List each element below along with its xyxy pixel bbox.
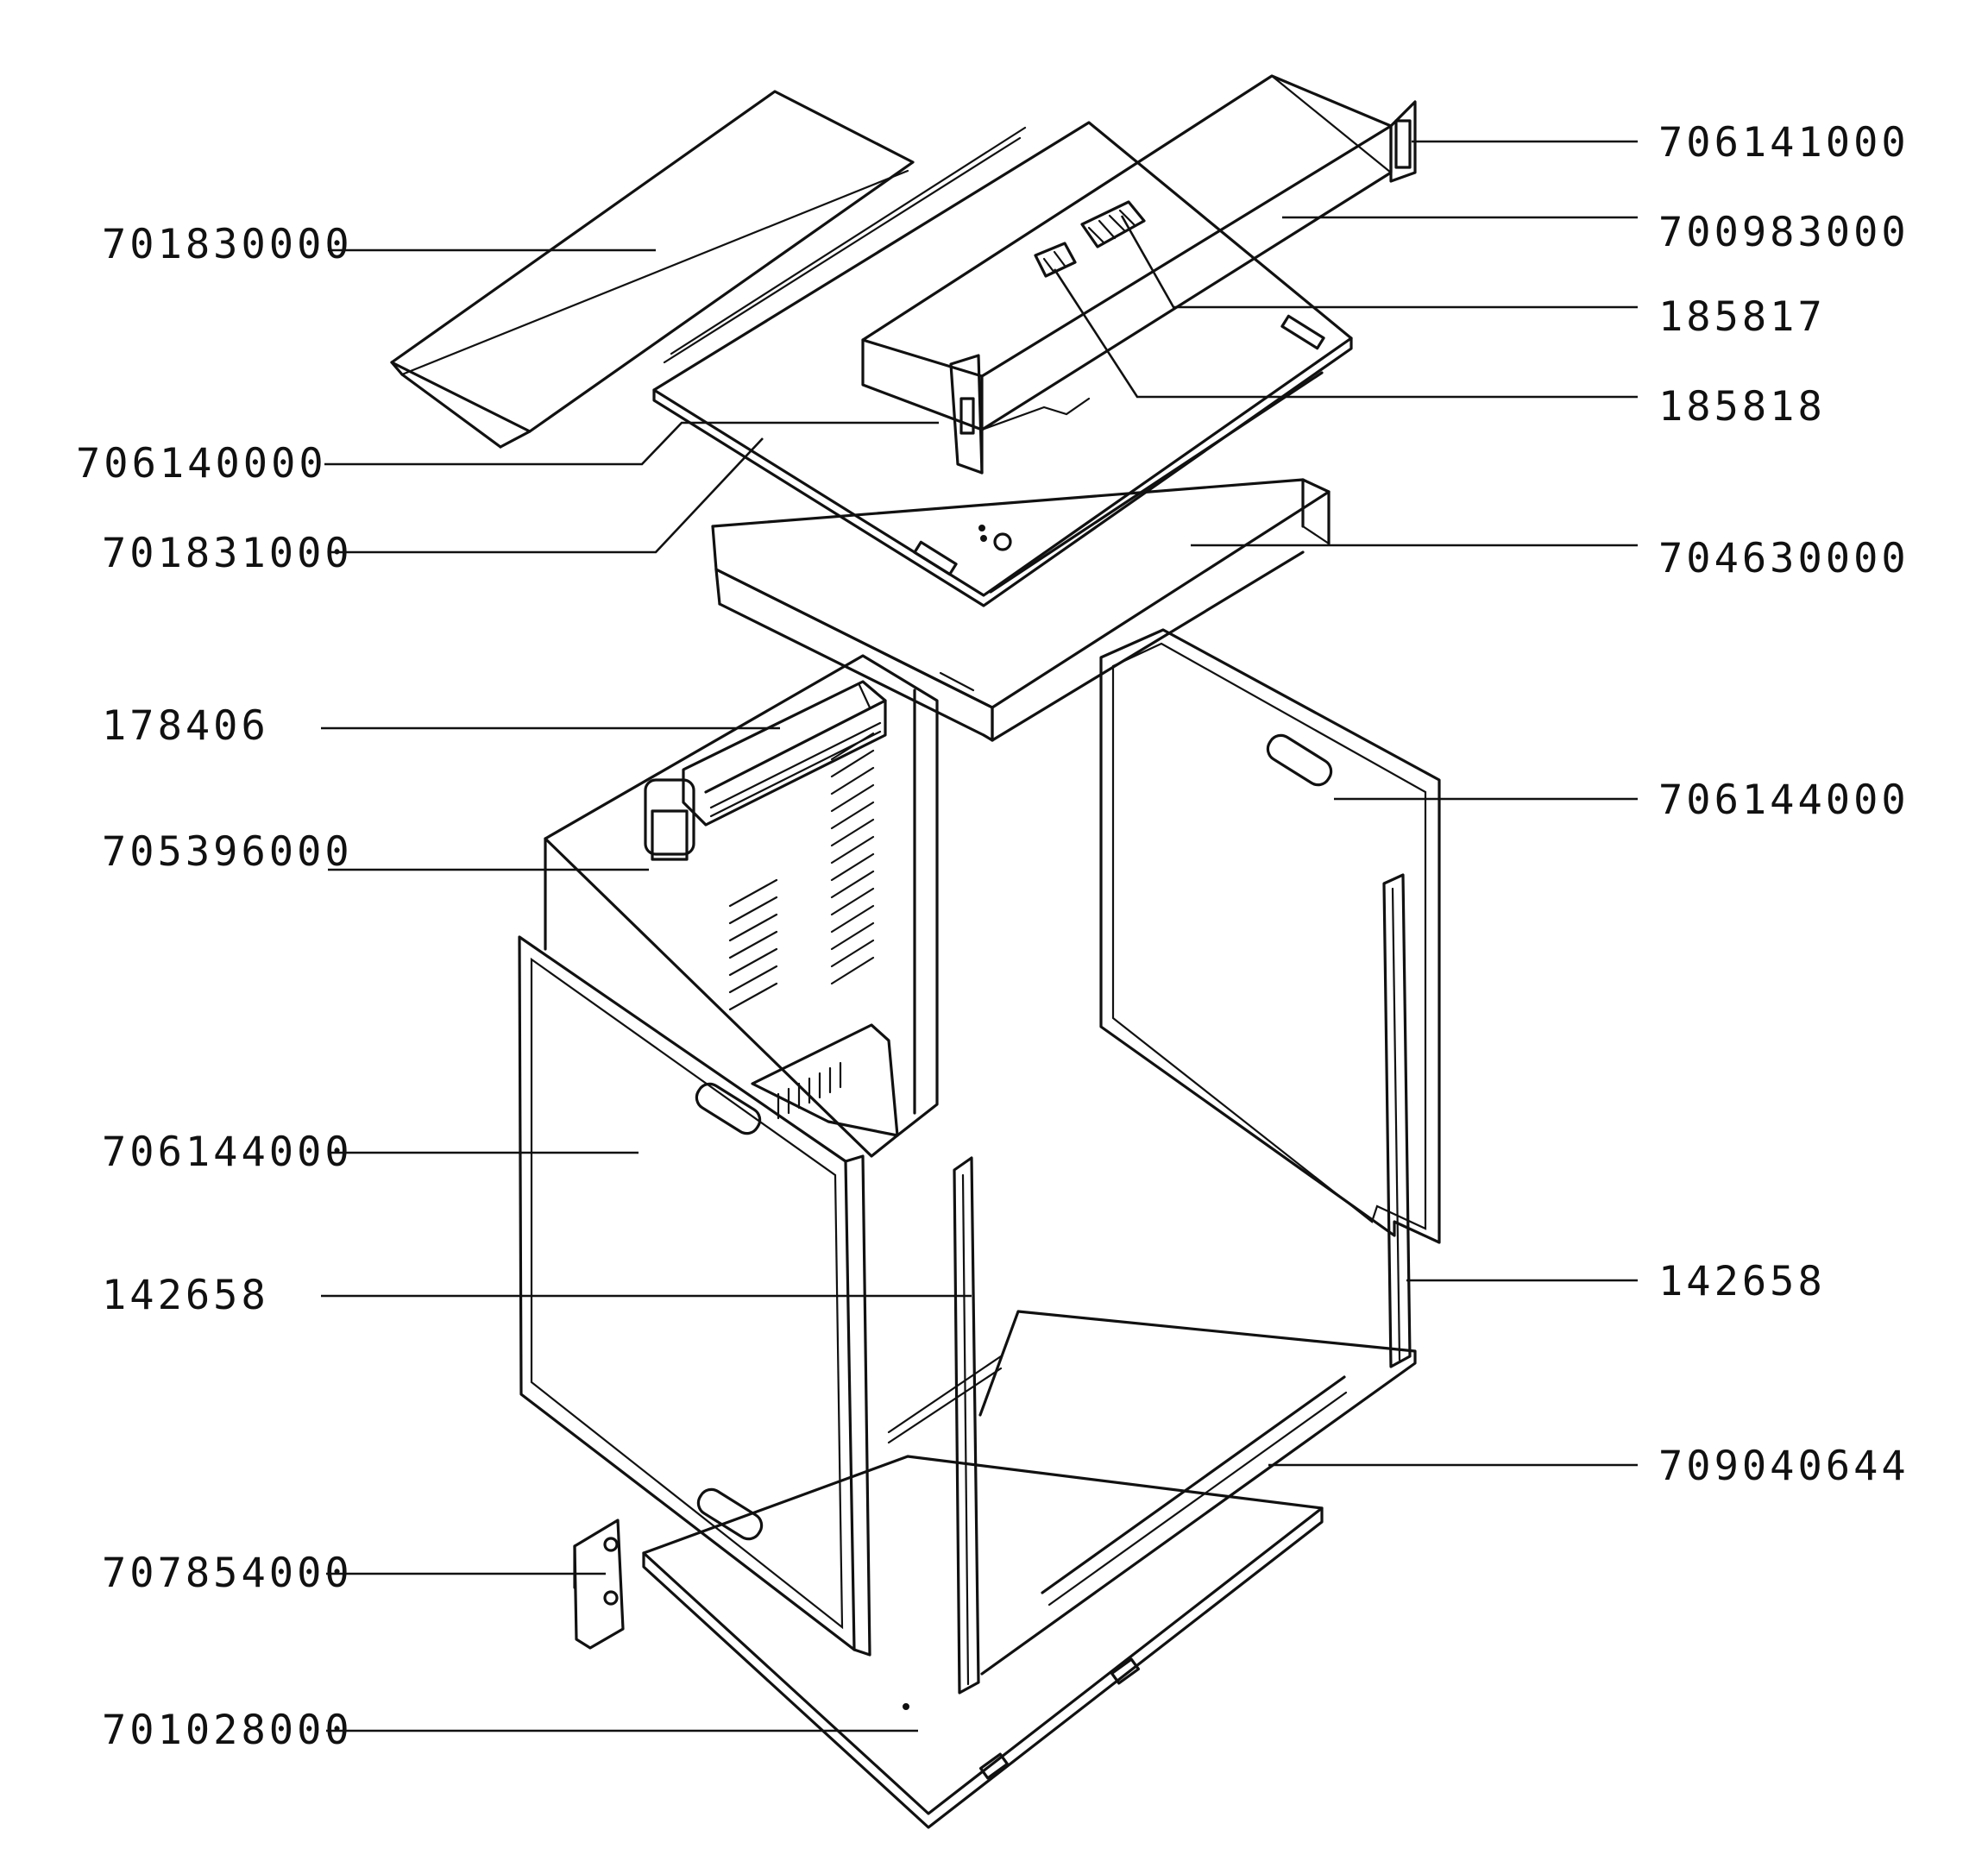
right-side-panel	[1099, 628, 1441, 1244]
label-706141000: 706141000	[1658, 119, 1909, 167]
bottom-rear-frame	[887, 1310, 1417, 1676]
label-705396000: 705396000	[102, 828, 353, 876]
label-185817: 185817	[1658, 293, 1826, 341]
label-701831000: 701831000	[102, 530, 353, 577]
vent-slots-left	[728, 878, 778, 1011]
right-vertical-rail	[1382, 873, 1412, 1368]
label-709040644: 709040644	[1658, 1443, 1909, 1490]
front-top-frame	[711, 478, 1331, 742]
vent-slots-bottom	[777, 1061, 842, 1120]
left-side-panel	[518, 935, 871, 1657]
label-706144000-left: 706144000	[102, 1129, 353, 1176]
leader-lines	[321, 140, 1638, 1732]
vent-slots-right	[830, 732, 875, 985]
control-housing	[861, 74, 1417, 475]
label-700983000: 700983000	[1658, 209, 1909, 256]
connector-185818	[1034, 242, 1077, 278]
label-701028000: 701028000	[102, 1707, 353, 1754]
top-cover-strip	[390, 90, 915, 449]
label-701830000: 701830000	[102, 221, 353, 268]
connector-185817	[1080, 200, 1146, 248]
label-178406: 178406	[102, 702, 269, 750]
hinge-bracket	[573, 1519, 625, 1650]
bottom-floor-plate	[642, 1455, 1324, 1829]
fan-motor-unit	[644, 680, 887, 861]
label-704630000: 704630000	[1658, 535, 1909, 582]
left-vertical-rail	[953, 1156, 980, 1695]
label-185818: 185818	[1658, 383, 1826, 431]
label-142658-left: 142658	[102, 1272, 269, 1319]
top-plate	[652, 121, 1353, 607]
label-706140000: 706140000	[76, 440, 327, 487]
label-142658-right: 142658	[1658, 1258, 1826, 1305]
label-707854000: 707854000	[102, 1550, 353, 1597]
oven-body	[544, 654, 939, 1158]
label-706144000-right: 706144000	[1658, 777, 1909, 824]
